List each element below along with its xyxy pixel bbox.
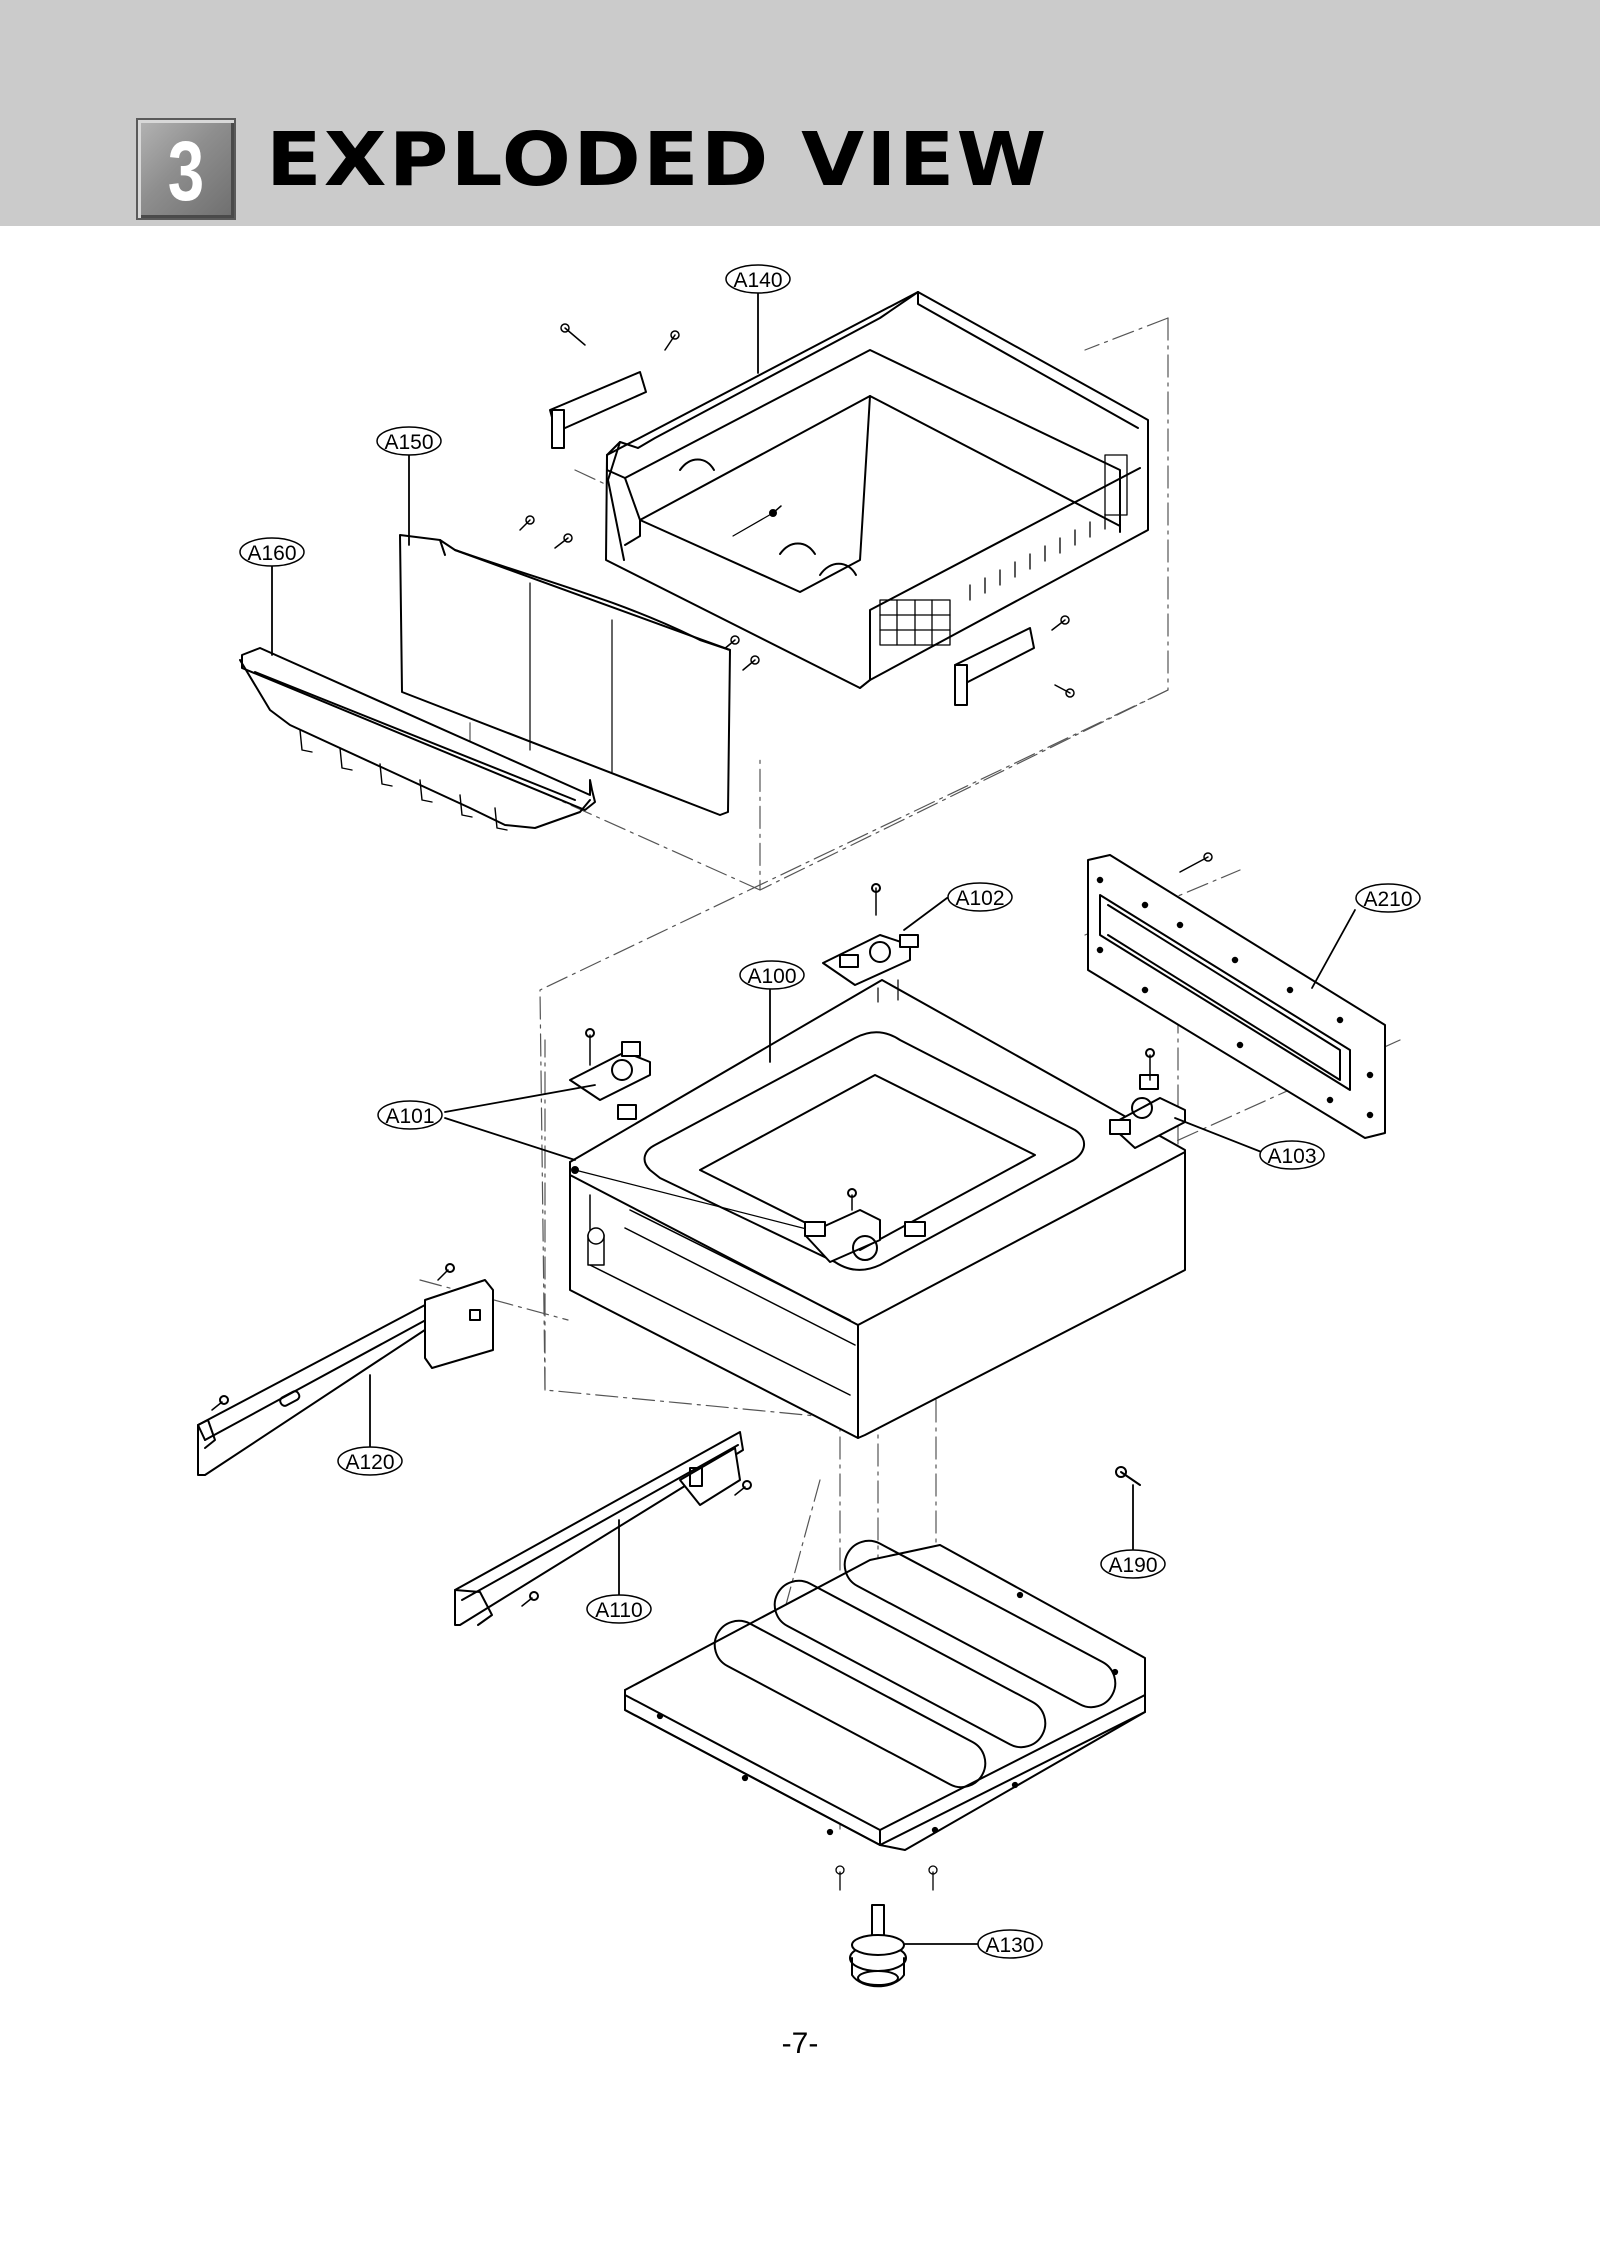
callout-a120-oval (337, 1446, 403, 1476)
callout-a150: A150 (384, 431, 433, 454)
header-band (0, 0, 1600, 226)
callout-a210-oval (1355, 883, 1421, 913)
callout-a102-oval (947, 882, 1013, 912)
callout-a160-oval (239, 537, 305, 567)
callout-a140-oval (725, 264, 791, 294)
front-panel-a150 (399, 534, 731, 816)
leveling-foot-a130 (849, 1904, 907, 1988)
callout-a100-oval (739, 960, 805, 990)
callout-a140: A140 (733, 269, 782, 292)
callout-a120: A120 (345, 1451, 394, 1474)
drawer-tub-a140 (605, 291, 1149, 689)
callout-a130-oval (977, 1929, 1043, 1959)
callout-a130: A130 (985, 1934, 1034, 1957)
section-number: 3 (167, 124, 205, 218)
drawer-frame-a100 (569, 979, 1186, 1439)
callout-a190: A190 (1108, 1554, 1157, 1577)
rear-cover-a210 (1087, 852, 1386, 1139)
page-title: EXPLODED VIEW (266, 117, 1049, 203)
page-number: -7- (781, 2027, 819, 2060)
callout-a190-oval (1100, 1549, 1166, 1579)
callout-a103: A103 (1267, 1145, 1316, 1168)
callout-a150-oval (376, 426, 442, 456)
callout-a101-oval (377, 1100, 443, 1130)
callout-a101: A101 (385, 1105, 434, 1128)
right-rail-a110 (454, 1431, 752, 1626)
callout-a160: A160 (247, 542, 296, 565)
handle-a160 (239, 647, 596, 831)
callout-a100: A100 (747, 965, 796, 988)
callout-leaders (271, 292, 1356, 1945)
callout-a102: A102 (955, 887, 1004, 910)
callout-a110-oval (586, 1594, 652, 1624)
hinge-brackets (569, 883, 1186, 1263)
screw-a190 (1115, 1466, 1141, 1486)
callout-a110: A110 (595, 1599, 643, 1622)
drawer-brackets (519, 323, 1075, 706)
callout-a210: A210 (1363, 888, 1412, 911)
callout-a103-oval (1259, 1140, 1325, 1170)
base-plate (624, 1539, 1146, 1891)
left-rail-a120 (197, 1263, 494, 1476)
section-number-badge: 3 (136, 118, 236, 220)
